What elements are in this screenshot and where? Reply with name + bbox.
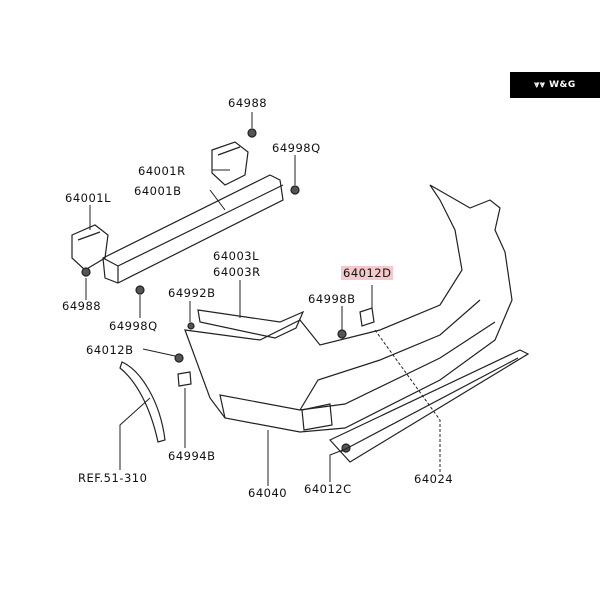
label-ref-51-310: REF.51-310 <box>78 471 148 485</box>
label-64012c: 64012C <box>304 482 352 496</box>
bumper-cover <box>184 184 513 433</box>
clip-64012d <box>359 307 375 327</box>
side-molding <box>119 361 166 443</box>
clip-64992b <box>187 322 195 330</box>
label-64994b: 64994B <box>168 449 216 463</box>
bolt-64988-bottom <box>81 267 91 277</box>
bracket-right <box>211 141 249 186</box>
label-64992b: 64992B <box>168 286 216 300</box>
label-64001b: 64001B <box>134 184 182 198</box>
label-64988-top: 64988 <box>228 96 268 110</box>
label-64003r: 64003R <box>213 265 261 279</box>
label-64012b: 64012B <box>86 343 134 357</box>
fog-lamp-left <box>301 403 333 431</box>
bolt-64998q-bottom <box>135 285 145 295</box>
logo-icon: ⩔⩔ <box>534 80 550 90</box>
label-64998q-top: 64998Q <box>272 141 321 155</box>
label-64003l: 64003L <box>213 249 259 263</box>
label-64001r: 64001R <box>138 164 186 178</box>
label-64024: 64024 <box>414 472 454 486</box>
label-64040: 64040 <box>248 486 288 500</box>
clip-64012b <box>174 353 184 363</box>
brand-logo: ⩔⩔ W&G <box>510 72 600 98</box>
side-bracket-64003 <box>197 309 305 339</box>
bolt-64988-top <box>247 128 257 138</box>
bolt-64998b <box>337 329 347 339</box>
label-64998q-bottom: 64998Q <box>109 319 158 333</box>
bumper-reinforcement-beam <box>102 174 284 284</box>
bolt-64998q-top <box>290 185 300 195</box>
label-64998b: 64998B <box>308 292 356 306</box>
label-64012d-highlighted[interactable]: 64012D <box>341 266 394 280</box>
bracket-left <box>71 224 109 271</box>
clip-64994b <box>177 371 192 387</box>
label-64988-bottom: 64988 <box>62 299 102 313</box>
label-64001l: 64001L <box>65 191 111 205</box>
